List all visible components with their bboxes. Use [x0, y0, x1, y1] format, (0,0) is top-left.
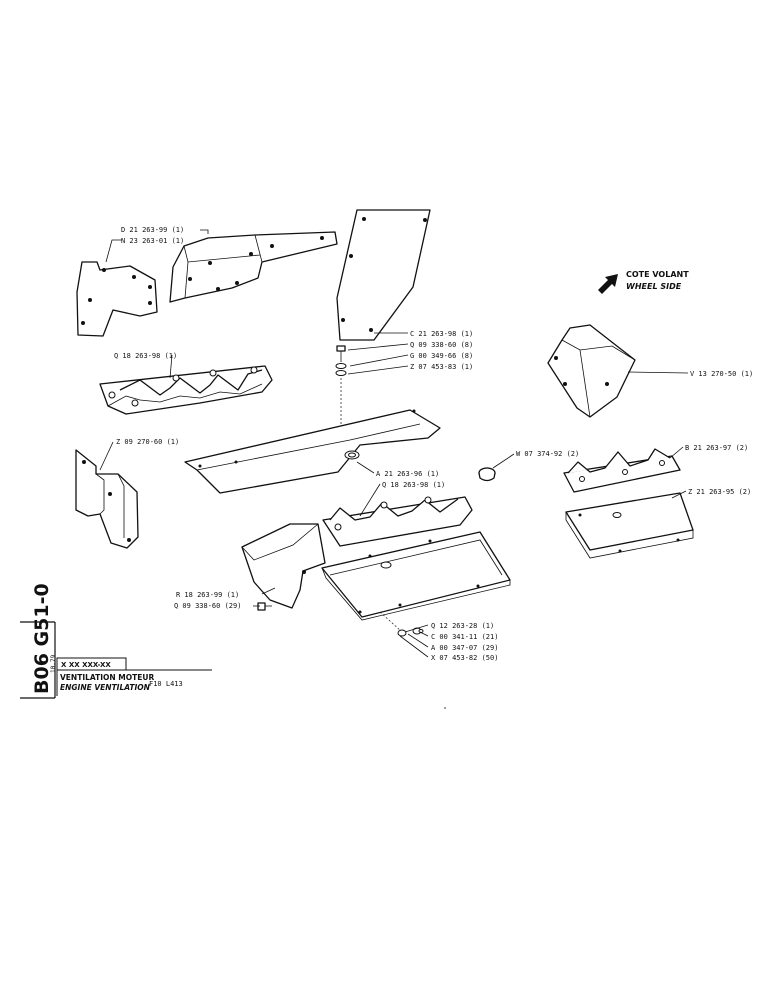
title-en: ENGINE VENTILATION [60, 683, 151, 692]
side-note-fr: COTE VOLANT [626, 270, 689, 279]
model: F10 L413 [149, 680, 183, 688]
cap-w07 [478, 467, 496, 482]
bolt-q09b [257, 602, 272, 611]
label-q18b: Q 18 263-98 (1) [382, 481, 445, 489]
plate-c21 [336, 209, 431, 341]
label-z07: Z 07 453-83 (1) [410, 363, 473, 371]
washer-stack [379, 611, 424, 637]
plate-n23 [76, 261, 158, 337]
bolt-stack [335, 345, 347, 445]
tray-lower [321, 531, 511, 621]
leader-lines [99, 229, 689, 709]
label-q12: Q 12 263-28 (1) [431, 622, 494, 630]
plate-a21 [184, 409, 441, 494]
label-a00: A 00 347-07 (29) [431, 644, 498, 652]
title-block [20, 621, 212, 699]
wheel-side-arrow-icon [598, 274, 618, 294]
bracket-z09 [75, 449, 139, 549]
manifold-q18a [99, 365, 273, 415]
label-x07: X 07 453-82 (50) [431, 654, 498, 662]
label-z09: Z 09 270-60 (1) [116, 438, 179, 446]
label-w07: W 07 374-92 (2) [516, 450, 579, 458]
tray-z21 [565, 492, 694, 559]
sheet-code: B06 G51-0 [31, 583, 53, 694]
label-c21: C 21 263-98 (1) [410, 330, 473, 338]
label-q18a: Q 18 263-98 (1) [114, 352, 177, 360]
hood-d21 [169, 231, 338, 303]
label-a21: A 21 263-96 (1) [376, 470, 439, 478]
label-d21: D 21 263-99 (1) [121, 226, 184, 234]
side-note-en: WHEEL SIDE [626, 282, 682, 291]
label-q09a: Q 09 338-60 (8) [410, 341, 473, 349]
label-z21: Z 21 263-95 (2) [688, 488, 751, 496]
hood-v13 [547, 324, 636, 418]
label-r18: R 18 263-99 (1) [176, 591, 239, 599]
cover-r18 [241, 523, 326, 609]
label-c00: C 00 341-11 (21) [431, 633, 498, 641]
sheet-ref: X XX XXX-XX [61, 661, 111, 669]
label-q09b: Q 09 338-60 (29) [174, 602, 241, 610]
sheet-date: 10.79 [50, 655, 57, 673]
label-g00: G 00 349-66 (8) [410, 352, 473, 360]
title-fr: VENTILATION MOTEUR [60, 673, 154, 682]
label-b21: B 21 263-97 (2) [685, 444, 748, 452]
manifold-b21 [563, 448, 681, 493]
label-n23: N 23 263-01 (1) [121, 237, 184, 245]
manifold-q18b [322, 496, 473, 547]
label-v13: V 13 270-50 (1) [690, 370, 753, 378]
